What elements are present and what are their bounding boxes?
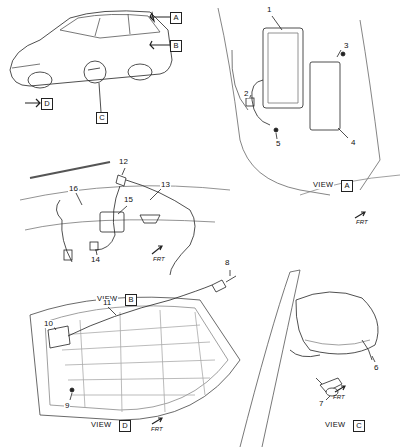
callout-number: 2 <box>243 90 249 98</box>
car-outline <box>10 11 172 112</box>
view-label: VIEW <box>324 421 346 429</box>
view-letter: C <box>354 421 364 431</box>
view-label: VIEW <box>312 181 334 189</box>
callout-number: 6 <box>373 364 379 372</box>
frt-mark: FRT <box>332 394 346 400</box>
callout-number: 13 <box>160 181 171 189</box>
view-letter-box: C <box>353 420 365 432</box>
callout-number: 12 <box>118 158 129 166</box>
callout-number: 11 <box>102 299 112 307</box>
view-letter-box: A <box>170 12 182 24</box>
callout-number: 1 <box>266 6 272 14</box>
view-c-art <box>240 212 378 447</box>
view-letter-box: D <box>41 98 53 110</box>
frt-mark: FRT <box>152 256 166 262</box>
callout-number: 4 <box>350 139 356 147</box>
frt-mark: FRT <box>150 426 164 432</box>
view-b-art <box>20 162 230 275</box>
callout-number: 7 <box>318 400 324 408</box>
view-letter: B <box>126 295 136 305</box>
view-letter-box: B <box>125 294 137 306</box>
view-letter-box: D <box>119 420 131 432</box>
callout-number: 15 <box>123 196 134 204</box>
callout-number: 8 <box>224 259 230 267</box>
view-d-art <box>30 270 240 424</box>
frt-mark: FRT <box>355 219 369 225</box>
callout-number: 5 <box>275 140 281 148</box>
view-letter: A <box>342 181 352 191</box>
callout-number: 16 <box>68 185 79 193</box>
view-letter: D <box>42 99 52 109</box>
callout-number: 14 <box>90 256 101 264</box>
callout-number: 9 <box>64 402 70 410</box>
callout-number: 10 <box>43 320 54 328</box>
view-letter-box: A <box>341 180 353 192</box>
view-letter: A <box>171 13 181 23</box>
view-letter-box: C <box>96 112 108 124</box>
callout-number: 3 <box>343 42 349 50</box>
view-label: VIEW <box>90 421 112 429</box>
view-letter: D <box>120 421 130 431</box>
view-letter: C <box>97 113 107 123</box>
view-letter-box: B <box>170 40 182 52</box>
view-a-art <box>218 8 400 195</box>
view-letter: B <box>171 41 181 51</box>
